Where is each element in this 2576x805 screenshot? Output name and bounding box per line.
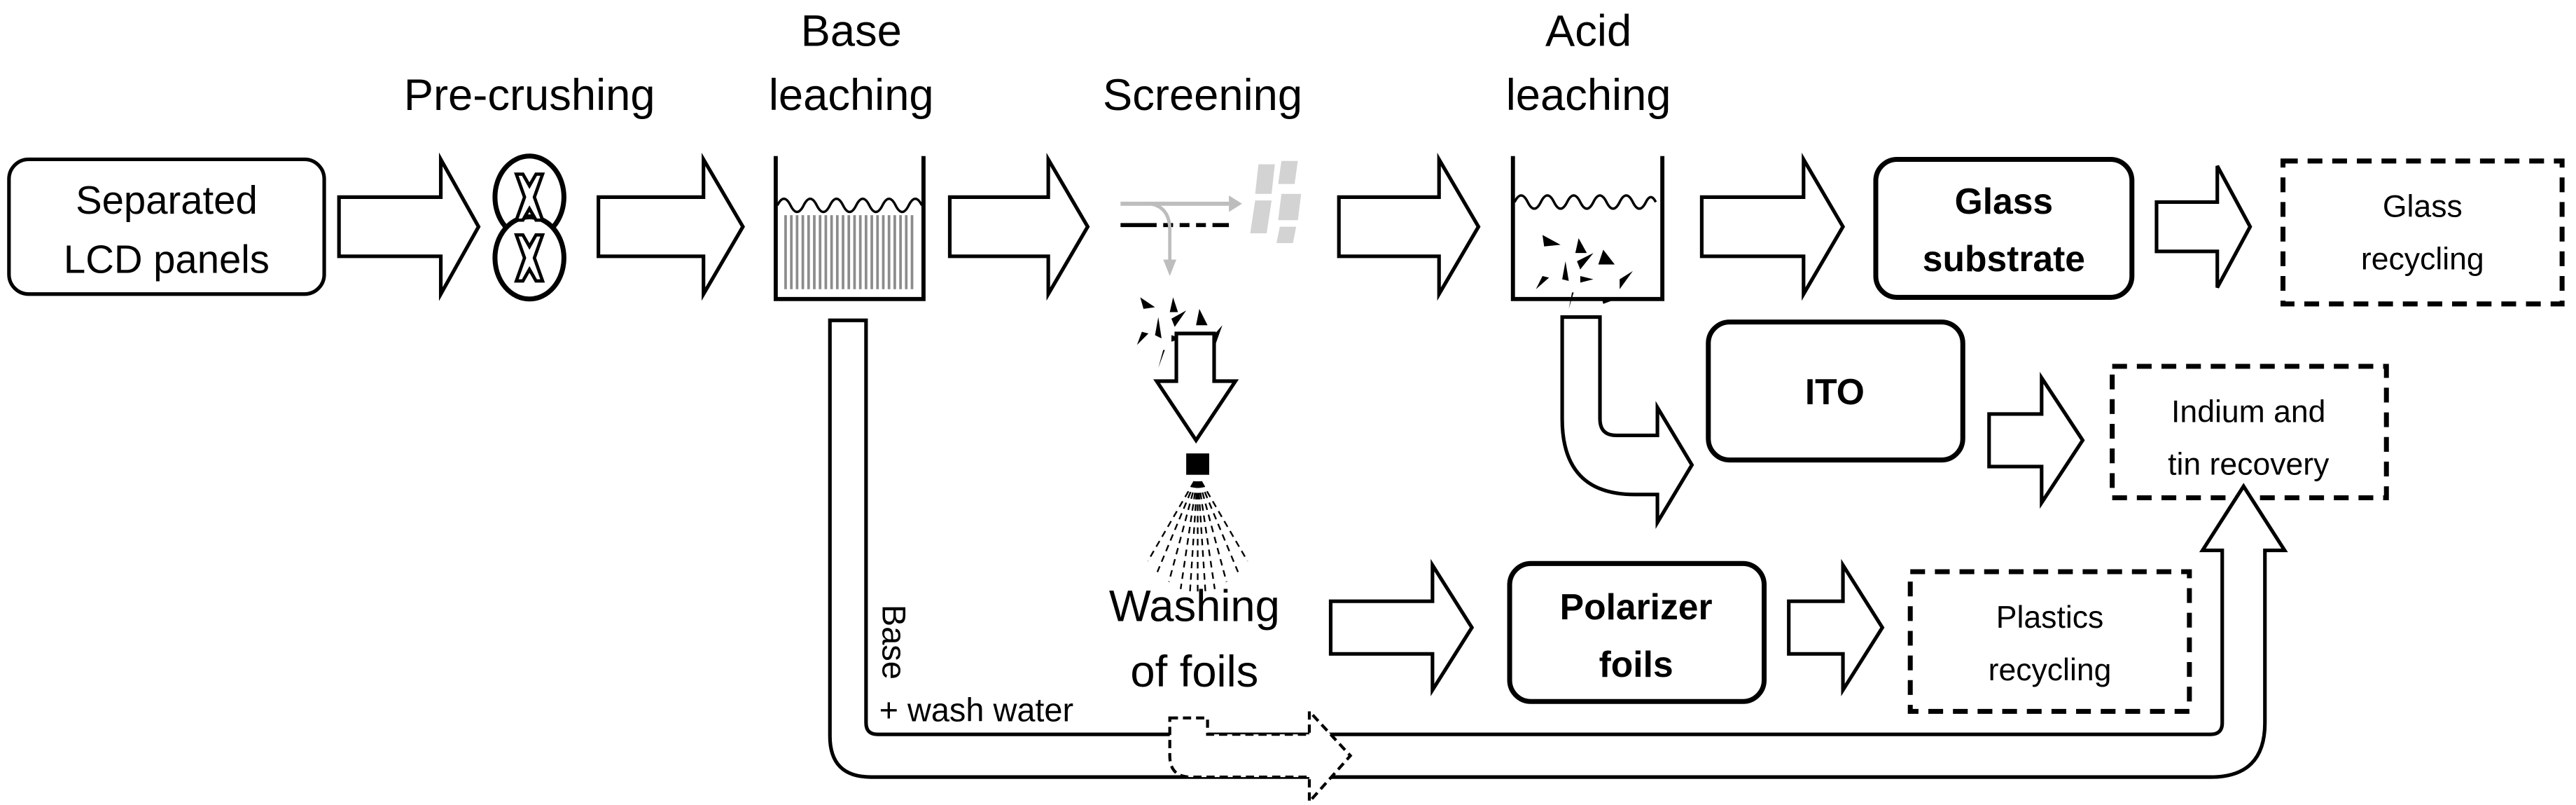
plastics-line1: Plastics	[1996, 600, 2103, 635]
glass-recycling-line1: Glass	[2383, 190, 2463, 224]
arrow-screening-to-washing	[1153, 331, 1239, 444]
plastics-line2: recycling	[1989, 653, 2112, 687]
stage-label-acid-leaching-line1: Acid	[1545, 7, 1631, 56]
stage-label-base-leaching-line2: leaching	[769, 71, 934, 120]
spray-line	[1189, 481, 1199, 594]
stage-label-screening: Screening	[1103, 71, 1302, 120]
arrow-input-to-crusher	[337, 152, 481, 301]
arrow-polarizer-to-plastics	[1787, 558, 1885, 696]
indium-tin-line1: Indium and	[2171, 395, 2325, 429]
arrow-ito-to-indium-recovery	[1987, 371, 2085, 509]
ito-box: ITO	[1706, 319, 1965, 463]
panel-fibers	[784, 215, 914, 289]
glass-substrate-line1: Glass	[1955, 181, 2054, 221]
plastics-recycling-box: Plastics recycling	[1907, 569, 2192, 714]
pipe-label-wash-water: + wash water	[879, 692, 1073, 728]
input-box-line2: LCD panels	[64, 237, 270, 281]
foil-pieces-icon	[1250, 160, 1302, 244]
roller-cross-icon	[514, 233, 545, 283]
washing-water-dashed-arrow	[1168, 707, 1353, 805]
spray-line	[1156, 481, 1196, 572]
glass-shards-icon	[1536, 235, 1633, 309]
stage-label-acid-leaching-line2: leaching	[1506, 71, 1671, 120]
roller-cross-icon	[514, 172, 545, 222]
crusher-rollers-icon	[492, 153, 566, 302]
screening-icon	[1120, 160, 1302, 369]
stage-label-base-leaching-line1: Base	[801, 7, 902, 56]
stage-label-washing-line2: of foils	[1130, 647, 1258, 696]
indium-tin-recovery-box: Indium and tin recovery	[2110, 364, 2389, 501]
arrow-screening-to-acid-leaching	[1337, 152, 1481, 301]
arrow-glass-substrate-to-glass-recycling	[2154, 165, 2253, 289]
input-box: Separated LCD panels	[7, 157, 326, 296]
spray-line	[1168, 481, 1197, 582]
glass-recycling-box: Glass recycling	[2280, 158, 2565, 307]
arrow-base-leaching-to-screening	[947, 152, 1090, 301]
arrow-crusher-to-base-leaching	[597, 152, 745, 301]
glass-substrate-line2: substrate	[1923, 238, 2085, 279]
spray-line	[1197, 481, 1206, 594]
stage-label-washing-line1: Washing	[1109, 582, 1280, 631]
ito-label: ITO	[1805, 371, 1865, 412]
pipe-label-base: Base	[875, 605, 912, 680]
glass-substrate-box: Glass substrate	[1873, 156, 2135, 300]
polarizer-line1: Polarizer	[1560, 586, 1713, 627]
acid-leaching-beaker-icon	[1510, 156, 1665, 309]
polarizer-foils-box: Polarizer foils	[1507, 560, 1767, 704]
spray-line	[1199, 481, 1239, 572]
arrow-washing-to-polarizer	[1328, 558, 1475, 696]
spray-line	[1147, 481, 1195, 562]
base-leaching-beaker-icon	[773, 156, 926, 301]
spray-line	[1200, 481, 1248, 562]
glass-recycling-line2: recycling	[2361, 242, 2484, 277]
arrow-acid-leaching-to-glass-substrate	[1699, 152, 1846, 301]
spray-line	[1198, 481, 1227, 582]
arrow-acid-leaching-to-ito	[1560, 315, 1694, 529]
stage-label-pre-crushing: Pre-crushing	[404, 71, 655, 120]
base-wash-water-pipe-arrow	[828, 318, 2288, 779]
input-box-line1: Separated	[76, 178, 258, 222]
polarizer-line2: foils	[1599, 644, 1673, 684]
spray-nozzle-icon	[1147, 453, 1248, 597]
indium-tin-line2: tin recovery	[2168, 448, 2330, 482]
